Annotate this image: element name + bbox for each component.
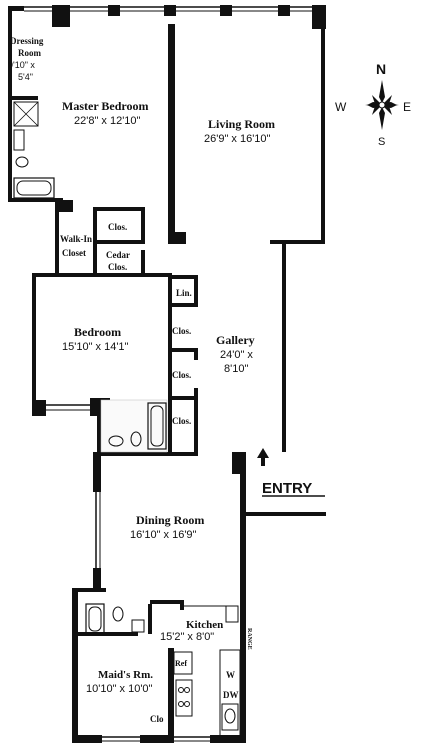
closet-label-2: Clos. xyxy=(172,326,191,336)
entry-label: ENTRY xyxy=(262,480,312,497)
bath-fixtures xyxy=(13,101,168,635)
dressing-room-label-1: Dressing xyxy=(10,36,44,46)
master-bedroom-label: Master Bedroom xyxy=(62,99,149,113)
kitchen-label: Kitchen xyxy=(186,619,223,631)
compass-west: W xyxy=(335,100,347,114)
dining-room-dim: 16'10" x 16'9" xyxy=(130,529,197,541)
bedroom-label: Bedroom xyxy=(74,325,121,339)
living-room-label: Living Room xyxy=(208,117,275,131)
entry-arrow-icon xyxy=(257,448,269,466)
maids-room-dim: 10'10" x 10'0" xyxy=(86,683,153,695)
gallery-dim-2: 8'10" xyxy=(224,363,248,375)
compass-rose-icon xyxy=(365,80,399,130)
compass-north: N xyxy=(376,61,386,77)
dining-room-label: Dining Room xyxy=(136,513,204,527)
cedar-closet-label-2: Clos. xyxy=(108,262,127,272)
refrigerator-label: Ref xyxy=(175,659,187,668)
dressing-room-dim-1: 9'10" x xyxy=(8,60,35,70)
range-label: RANGE xyxy=(246,628,252,650)
master-bedroom-dim: 22'8" x 12'10" xyxy=(74,115,141,127)
dressing-room-label-2: Room xyxy=(18,48,41,58)
closet-label-top: Clos. xyxy=(108,222,127,232)
compass-east: E xyxy=(403,100,411,114)
kitchen-fixtures xyxy=(173,605,241,737)
walkin-closet-label-1: Walk-In xyxy=(60,234,92,244)
gallery-label: Gallery xyxy=(216,333,255,347)
closet-label-3: Clos. xyxy=(172,370,191,380)
closet-label-maids: Clo xyxy=(150,714,164,724)
compass-south: S xyxy=(378,136,385,148)
living-room-dim: 26'9" x 16'10" xyxy=(204,133,271,145)
gallery-dim-1: 24'0" x xyxy=(220,349,253,361)
cedar-closet-label-1: Cedar xyxy=(106,250,130,260)
kitchen-dim: 15'2" x 8'0" xyxy=(160,631,214,643)
linen-closet-label: Lin. xyxy=(176,288,192,298)
dressing-room-dim-2: 5'4" xyxy=(18,72,33,82)
bedroom-dim: 15'10" x 14'1" xyxy=(62,341,129,353)
closet-label-4: Clos. xyxy=(172,416,191,426)
walkin-closet-label-2: Closet xyxy=(62,248,86,258)
dishwasher-label: DW xyxy=(223,690,239,700)
washer-label: W xyxy=(226,670,235,680)
maids-room-label: Maid's Rm. xyxy=(98,669,153,681)
